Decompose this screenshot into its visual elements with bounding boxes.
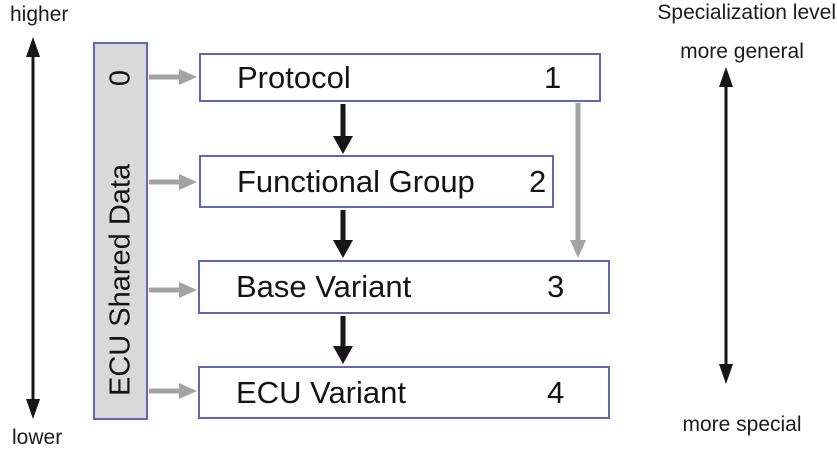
- hierarchy-axis-arrow: [26, 37, 40, 419]
- specialization-axis-arrow: [719, 67, 733, 384]
- protocol-box: Protocol 1: [199, 53, 601, 102]
- hierarchy-bottom-label: lower: [12, 426, 63, 449]
- flow-arrow-functional-group-to-base-variant: [333, 210, 353, 258]
- ecu-shared-data-box: ECU Shared Data 0: [93, 42, 148, 420]
- ecu-shared-data-level-number: 0: [104, 70, 136, 87]
- base-variant-label: Base Variant: [236, 269, 412, 304]
- protocol-level-number: 1: [544, 59, 562, 95]
- ecu-variant-box: ECU Variant 4: [198, 366, 610, 419]
- flow-arrow-protocol-to-functional-group: [333, 104, 353, 154]
- specialization-bottom-label: more special: [682, 413, 802, 436]
- ref-arrow-protocol-to-base-variant: [570, 103, 586, 258]
- ecu-variant-level-number: 4: [547, 374, 565, 410]
- flow-arrow-base-variant-to-ecu-variant: [333, 316, 353, 364]
- hierarchy-top-label: higher: [10, 3, 69, 26]
- ecu-variant-label: ECU Variant: [236, 374, 406, 410]
- ecu-shared-data-rotated-text: ECU Shared Data 0: [95, 44, 146, 418]
- ref-arrow-shared-to-base-variant: [149, 282, 197, 298]
- ref-arrow-shared-to-protocol: [149, 69, 197, 85]
- ecu-shared-data-label: ECU Shared Data: [104, 163, 136, 396]
- base-variant-level-number: 3: [547, 269, 565, 304]
- specialization-top-label: more general: [680, 40, 804, 63]
- ref-arrow-shared-to-ecu-variant: [149, 383, 197, 399]
- protocol-label: Protocol: [237, 59, 351, 95]
- functional-group-box: Functional Group 2: [199, 155, 554, 208]
- base-variant-box: Base Variant 3: [198, 260, 610, 314]
- functional-group-level-number: 2: [529, 163, 547, 199]
- specialization-axis-title: Specialization level: [657, 1, 836, 24]
- ref-arrow-shared-to-functional-group: [149, 174, 197, 190]
- functional-group-label: Functional Group: [237, 163, 475, 199]
